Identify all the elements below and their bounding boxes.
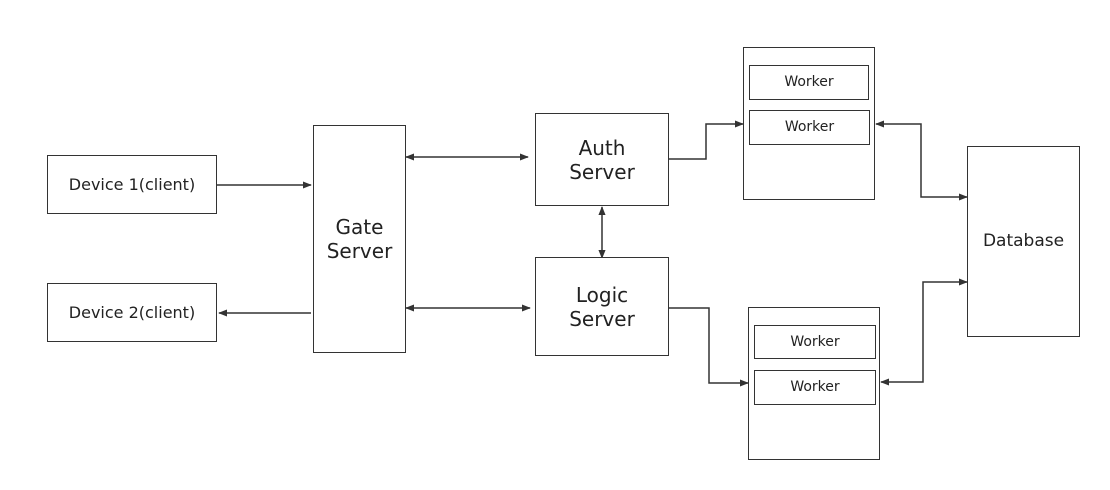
auth-server-label: Auth Server: [569, 135, 635, 184]
worker-bottom-1-label: Worker: [790, 333, 840, 350]
logic-server-node: Logic Server: [535, 257, 669, 356]
worker-top-2: Worker: [749, 110, 870, 145]
worker-bottom-2: Worker: [754, 370, 876, 405]
worker-bottom-1: Worker: [754, 325, 876, 359]
gate-server-node: Gate Server: [313, 125, 406, 353]
worker-top-1-label: Worker: [784, 74, 834, 91]
device2-label: Device 2(client): [68, 302, 196, 322]
worker-bottom-2-label: Worker: [790, 379, 840, 396]
database-node: Database: [967, 146, 1080, 337]
edge-workers-bottom-database: [880, 278, 968, 386]
edge-auth-to-workers-top: [668, 120, 744, 160]
auth-server-node: Auth Server: [535, 113, 669, 206]
edge-logic-to-workers-bottom: [668, 307, 749, 387]
database-label: Database: [982, 231, 1065, 252]
worker-top-1: Worker: [749, 65, 869, 100]
worker-top-2-label: Worker: [784, 119, 835, 136]
device1-node: Device 1(client): [47, 155, 217, 214]
gate-server-label: Gate Server: [326, 215, 393, 263]
edge-workers-top-database: [875, 120, 968, 201]
logic-server-label: Logic Server: [569, 282, 635, 331]
device2-node: Device 2(client): [47, 283, 217, 342]
device1-label: Device 1(client): [68, 174, 196, 194]
